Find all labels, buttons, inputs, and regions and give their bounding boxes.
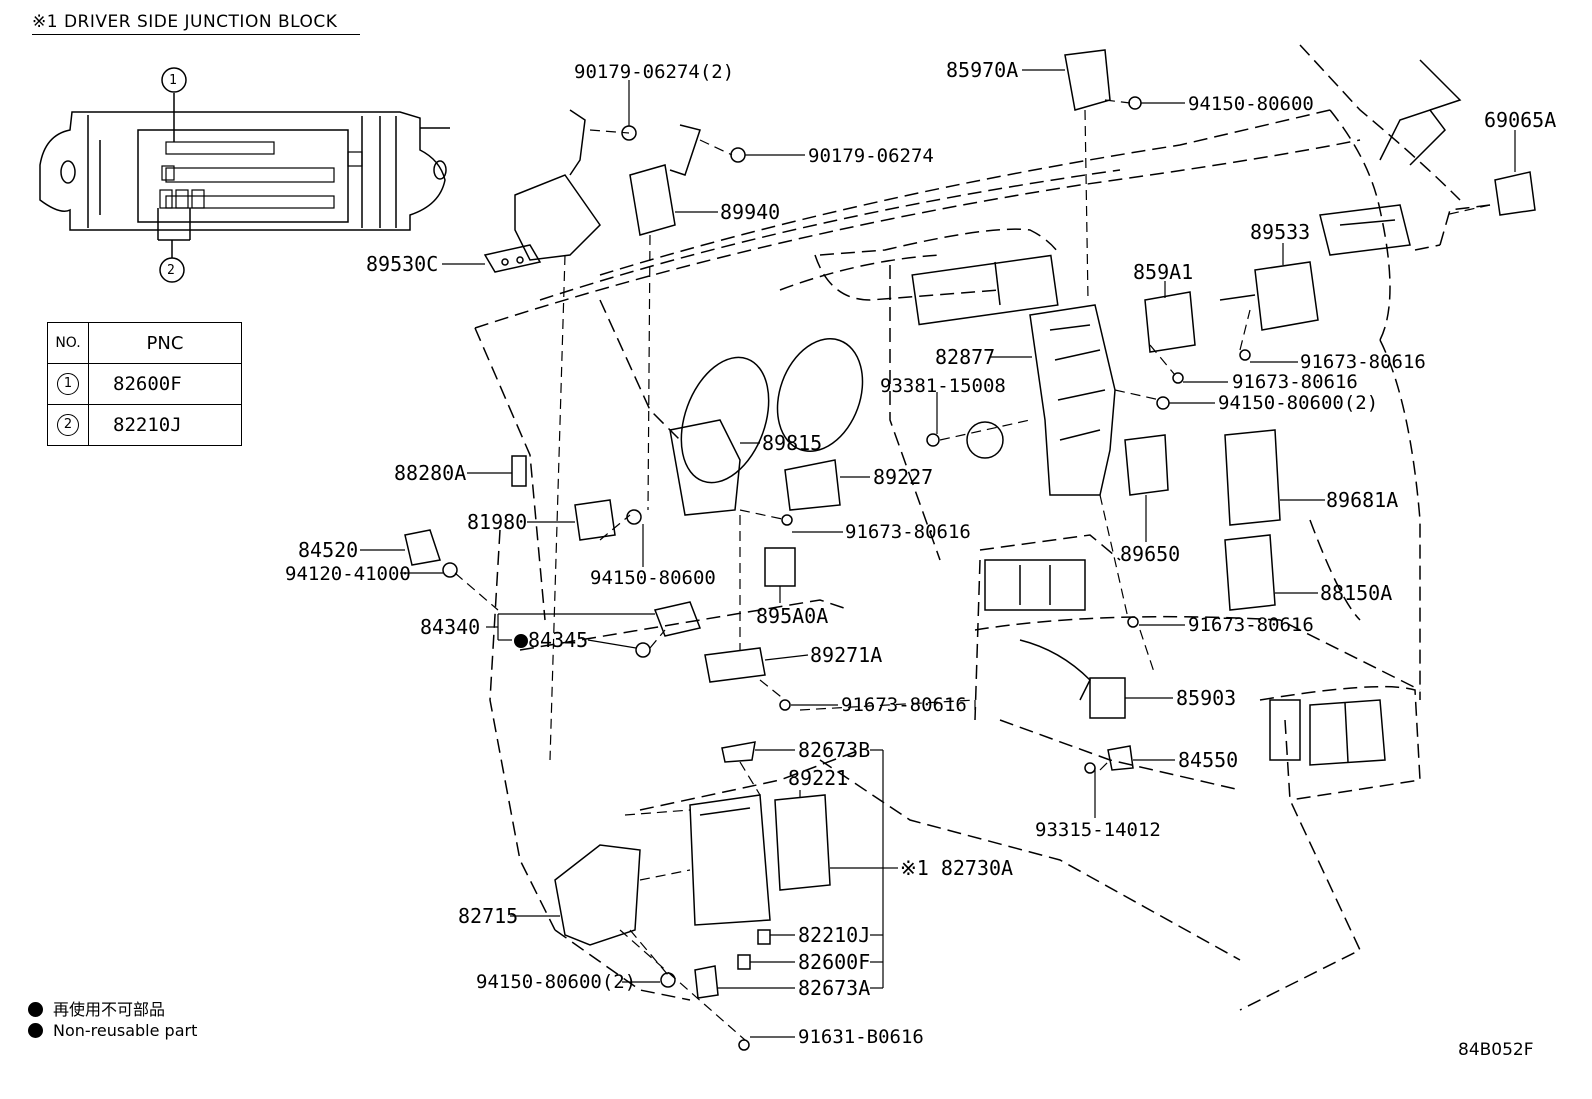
legend-jp: 再使用不可部品	[28, 996, 165, 1020]
part-label[interactable]: 84340	[420, 615, 481, 639]
row-pnc[interactable]: 82210J	[88, 404, 242, 446]
part-label[interactable]: 91673-80616	[1232, 371, 1358, 393]
pnc-table: NO. PNC 1 82600F 2 82210J	[47, 322, 242, 446]
part-label[interactable]: 90179-06274	[808, 145, 934, 167]
part-label[interactable]: 82715	[458, 904, 519, 928]
row-pnc[interactable]: 82600F	[88, 363, 242, 405]
part-label[interactable]: 91673-80616	[1188, 614, 1314, 636]
part-label[interactable]: 91631-B0616	[798, 1026, 924, 1048]
part-label[interactable]: 88150A	[1320, 581, 1393, 605]
table-row: 1 82600F	[47, 363, 242, 405]
part-label[interactable]: 89530C	[366, 252, 439, 276]
part-label[interactable]: 82210J	[798, 923, 871, 947]
part-label[interactable]: 82673B	[798, 738, 871, 762]
part-label[interactable]: 82600F	[798, 950, 871, 974]
part-label[interactable]: 69065A	[1484, 108, 1557, 132]
diagram-code: 84B052F	[1458, 1040, 1534, 1060]
part-label[interactable]: 89227	[873, 465, 934, 489]
part-label[interactable]: 90179-06274(2)	[574, 61, 735, 83]
legend-en: Non-reusable part	[28, 1021, 197, 1040]
table-row: 2 82210J	[47, 404, 242, 446]
part-label[interactable]: 89681A	[1326, 488, 1399, 512]
install-lines	[454, 99, 1491, 1041]
part-label[interactable]: 84520	[298, 538, 359, 562]
part-label[interactable]: 93381-15008	[880, 375, 1006, 397]
gauge-cluster	[680, 254, 1386, 766]
part-label[interactable]: 94150-80600(2)	[476, 971, 637, 993]
part-label[interactable]: 89271A	[810, 643, 883, 667]
part-label[interactable]: 81980	[467, 510, 528, 534]
part-label[interactable]: 895A0A	[756, 604, 829, 628]
part-number: 84345	[528, 628, 589, 652]
non-reusable-dot-icon	[28, 1002, 43, 1017]
part-label[interactable]: 88280A	[394, 461, 467, 485]
part-label[interactable]: 89815	[762, 431, 823, 455]
part-label[interactable]: 94120-41000	[285, 563, 411, 585]
pnc-table-header: NO. PNC	[47, 322, 242, 364]
part-label[interactable]: 91673-80616	[845, 521, 971, 543]
pnc-table-col-no: NO.	[47, 322, 89, 364]
callout-1: 1	[169, 73, 177, 88]
callout-2: 2	[167, 263, 175, 278]
row-number: 1	[57, 373, 79, 395]
part-label[interactable]: 85970A	[946, 58, 1019, 82]
part-label[interactable]: 859A1	[1133, 260, 1194, 284]
part-label[interactable]: 85903	[1176, 686, 1237, 710]
page-title: ※1 DRIVER SIDE JUNCTION BLOCK	[32, 12, 338, 32]
part-label[interactable]: 82673A	[798, 976, 871, 1000]
part-label[interactable]: 84550	[1178, 748, 1239, 772]
part-label[interactable]: 94150-80600(2)	[1218, 392, 1379, 414]
part-label[interactable]: 91673-80616	[1300, 351, 1426, 373]
part-label[interactable]: ※1 82730A	[900, 856, 1014, 880]
row-number: 2	[57, 414, 79, 436]
legend-text: 再使用不可部品	[53, 1000, 166, 1019]
part-label-84345[interactable]: 84345	[514, 630, 588, 650]
non-reusable-dot-icon	[28, 1023, 43, 1038]
part-label[interactable]: 93315-14012	[1035, 819, 1161, 841]
part-label[interactable]: 89533	[1250, 220, 1311, 244]
part-label[interactable]: 91673-80616	[841, 694, 967, 716]
part-label[interactable]: 94150-80600	[1188, 93, 1314, 115]
junction-block-drawing	[39, 67, 450, 283]
part-label[interactable]: 89221	[788, 766, 849, 790]
legend-text: Non-reusable part	[53, 1021, 198, 1040]
component-shapes	[404, 49, 1536, 1051]
right-vents	[1319, 59, 1462, 256]
part-label[interactable]: 82877	[935, 345, 996, 369]
part-label[interactable]: 89650	[1120, 542, 1181, 566]
title-underline	[32, 34, 360, 35]
pnc-table-col-pnc: PNC	[88, 322, 242, 364]
part-label[interactable]: 94150-80600	[590, 567, 716, 589]
part-label[interactable]: 89940	[720, 200, 781, 224]
non-reusable-dot-icon	[514, 634, 528, 648]
leader-lines	[360, 69, 1516, 1038]
